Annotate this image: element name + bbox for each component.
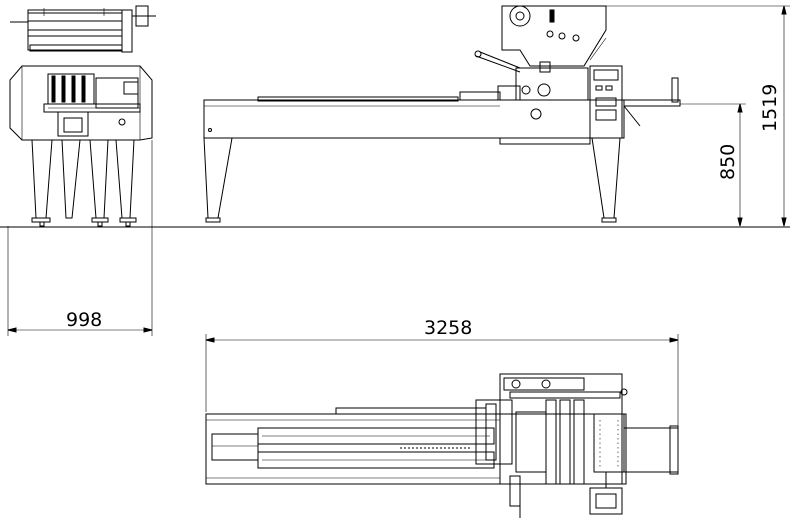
side-gear [530, 108, 542, 120]
dimension-3258: 3258 [205, 317, 679, 430]
side-outfeed-conveyor [623, 99, 681, 107]
front-body-outline [9, 65, 153, 141]
front-leg-mid-left [61, 139, 81, 219]
top-table-outline [205, 413, 627, 485]
side-control-panel [589, 65, 623, 139]
front-leg-right [115, 139, 135, 219]
dimension-1519-label: 1519 [759, 84, 781, 132]
side-sealing-head [515, 67, 589, 101]
top-control-box [589, 487, 623, 515]
front-leg-mid-right [89, 139, 109, 219]
dimension-850-label: 850 [717, 144, 739, 180]
dimension-998: 998 [7, 140, 153, 336]
front-top-bar [27, 12, 127, 22]
side-leg-left [203, 137, 233, 219]
front-view [9, 5, 156, 227]
side-leg-right [591, 137, 621, 219]
side-film-roll [509, 5, 531, 27]
front-leg-left [31, 139, 53, 219]
dimension-3258-label: 3258 [424, 317, 472, 339]
front-top-bar-2 [27, 29, 127, 37]
top-panel [593, 413, 625, 473]
dimension-1519: 1519 [606, 5, 790, 227]
dimension-850: 850 [680, 103, 746, 227]
side-film-frame [501, 5, 607, 67]
side-table-top [203, 99, 625, 139]
side-view [203, 5, 681, 223]
front-top-knob [121, 9, 133, 53]
dimension-998-label: 998 [66, 309, 102, 331]
top-view [205, 373, 679, 518]
